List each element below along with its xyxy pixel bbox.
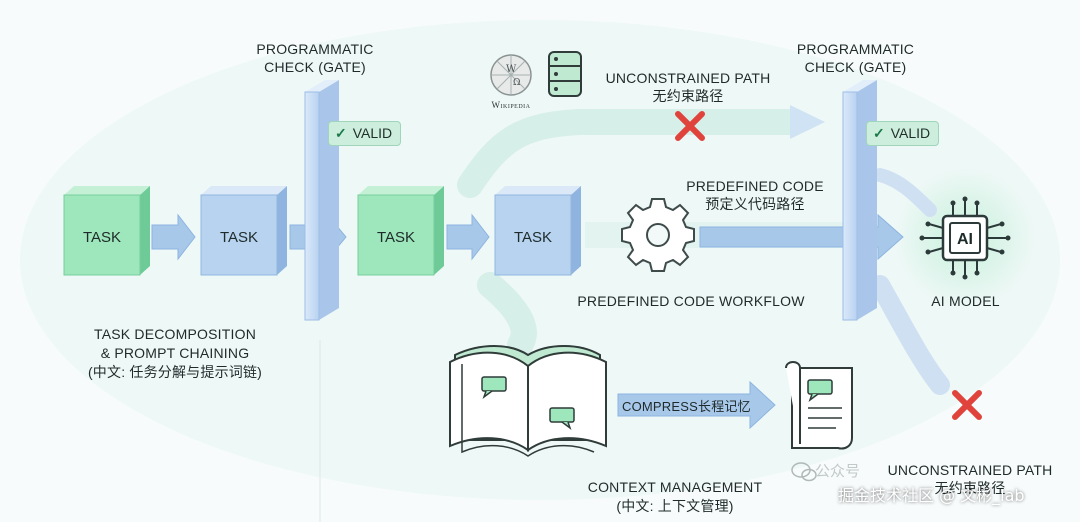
wechat-icon xyxy=(791,462,817,482)
unconstrained-path-top xyxy=(457,109,803,198)
predefined-code-en: PREDEFINED CODE xyxy=(686,178,824,194)
compress-label: COMPRESS长程记忆 xyxy=(622,399,751,414)
valid-badge-left-label: VALID xyxy=(352,125,393,141)
task-label-2: TASK xyxy=(220,229,258,246)
check-icon: ✓ xyxy=(873,125,885,141)
watermark-wechat: 公众号 xyxy=(815,462,861,480)
context-management-label: CONTEXT MANAGEMENT (中文: 上下文管理) xyxy=(575,478,775,516)
gate-right-title: PROGRAMMATIC CHECK (GATE) xyxy=(788,40,923,76)
svg-text:W: W xyxy=(506,64,517,75)
gate-right-title-line2: CHECK (GATE) xyxy=(804,59,907,75)
unconstrained-bottom-en: UNCONSTRAINED PATH xyxy=(887,462,1053,478)
task-box-3: TASK xyxy=(357,186,444,276)
gate-to-ai-path xyxy=(873,168,937,217)
unconstrained-path-bottom xyxy=(870,275,950,395)
wikipedia-globe-icon: W Ω xyxy=(490,54,532,96)
decomposition-line1: TASK DECOMPOSITION xyxy=(93,326,257,342)
context-path xyxy=(477,272,537,358)
valid-badge-right-label: VALID xyxy=(890,125,931,141)
unconstrained-path-top-label: UNCONSTRAINED PATH 无约束路径 xyxy=(598,69,778,105)
predefined-code-label: PREDEFINED CODE 预定义代码路径 xyxy=(680,177,830,213)
context-line2: (中文: 上下文管理) xyxy=(616,498,734,514)
task-decomposition-label: TASK DECOMPOSITION & PROMPT CHAINING (中文… xyxy=(70,325,280,382)
gate-right-title-line1: PROGRAMMATIC xyxy=(796,41,915,57)
gate-left-title: PROGRAMMATIC CHECK (GATE) xyxy=(250,40,380,76)
decomposition-line2: & PROMPT CHAINING xyxy=(100,345,250,361)
task-box-4: TASK xyxy=(494,186,581,276)
check-icon: ✓ xyxy=(335,125,347,141)
unconstrained-top-cn: 无约束路径 xyxy=(652,88,724,104)
task-label-1: TASK xyxy=(83,229,121,246)
ai-chip-icon: AI xyxy=(919,196,1011,280)
wikipedia-wordmark: Wikipedia xyxy=(492,100,531,110)
gate-left-title-line1: PROGRAMMATIC xyxy=(256,41,374,57)
task-box-2: TASK xyxy=(200,186,287,276)
predefined-workflow-label: PREDEFINED CODE WORKFLOW xyxy=(577,293,805,309)
arrow-task3-to-task4 xyxy=(446,213,490,261)
compress-arrow xyxy=(617,380,776,430)
gear-icon xyxy=(621,198,695,272)
scroll-icon xyxy=(785,361,853,450)
arrow-predefined-to-ai xyxy=(699,213,904,261)
decomposition-line3: (中文: 任务分解与提示词链) xyxy=(87,364,263,380)
svg-text:Ω: Ω xyxy=(513,78,520,88)
context-line1: CONTEXT MANAGEMENT xyxy=(587,479,763,495)
x-icon xyxy=(675,111,705,141)
x-icon xyxy=(952,390,982,420)
database-icon xyxy=(548,51,582,97)
ai-chip-text: AI xyxy=(957,231,973,248)
arrow-task1-to-task2 xyxy=(151,213,196,261)
gate-left xyxy=(304,80,339,321)
valid-badge-left: ✓ VALID xyxy=(328,121,402,146)
ai-model-label: AI MODEL xyxy=(931,293,1000,309)
task-label-3: TASK xyxy=(377,229,415,246)
valid-badge-right: ✓ VALID xyxy=(866,121,940,146)
unconstrained-bottom-cn: 无约束路径 xyxy=(934,480,1006,496)
unconstrained-top-en: UNCONSTRAINED PATH xyxy=(605,70,771,86)
task-box-1: TASK xyxy=(63,186,150,276)
watermark-juejin: 掘金技术社区 @ 文彬_lab xyxy=(838,486,1025,505)
task-label-4: TASK xyxy=(514,229,552,246)
gate-left-title-line2: CHECK (GATE) xyxy=(264,59,366,75)
unconstrained-path-top-arrowhead xyxy=(790,105,825,139)
gate-right xyxy=(842,80,877,321)
book-icon xyxy=(449,345,607,457)
unconstrained-path-bottom-label: UNCONSTRAINED PATH 无约束路径 xyxy=(870,461,1070,497)
predefined-code-cn: 预定义代码路径 xyxy=(705,196,805,212)
